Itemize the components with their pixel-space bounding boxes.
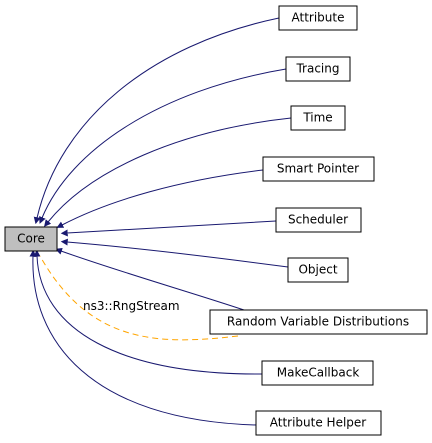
node-makecallback[interactable]: MakeCallback bbox=[261, 360, 374, 386]
node-core[interactable]: Core bbox=[4, 226, 58, 252]
edge-object bbox=[60, 238, 289, 268]
node-random-variable-distributions[interactable]: Random Variable Distributions bbox=[209, 309, 428, 335]
node-scheduler[interactable]: Scheduler bbox=[275, 207, 362, 233]
node-smart-pointer-label: Smart Pointer bbox=[277, 162, 359, 176]
node-smart-pointer[interactable]: Smart Pointer bbox=[262, 156, 375, 182]
node-attribute[interactable]: Attribute bbox=[278, 5, 358, 31]
child-nodes-group: Attribute Tracing Time Smart Pointer Sch… bbox=[209, 5, 428, 436]
node-time[interactable]: Time bbox=[290, 105, 346, 131]
node-time-label: Time bbox=[302, 111, 332, 125]
edge-tracing bbox=[39, 68, 287, 224]
node-tracing[interactable]: Tracing bbox=[285, 56, 351, 82]
node-tracing-label: Tracing bbox=[295, 62, 339, 76]
node-makecallback-label: MakeCallback bbox=[277, 366, 360, 380]
edge-time bbox=[44, 117, 292, 227]
node-object[interactable]: Object bbox=[287, 257, 349, 283]
edge-rng-stream bbox=[39, 255, 239, 341]
node-scheduler-label: Scheduler bbox=[288, 213, 348, 227]
node-object-label: Object bbox=[298, 263, 337, 277]
node-attribute-label: Attribute bbox=[292, 11, 345, 25]
edge-smart-pointer bbox=[56, 169, 264, 228]
edge-scheduler bbox=[60, 220, 277, 237]
node-attribute-helper-label: Attribute Helper bbox=[270, 416, 367, 430]
edge-makecallback bbox=[33, 249, 263, 375]
node-core-label: Core bbox=[17, 232, 45, 246]
node-random-variable-distributions-label: Random Variable Distributions bbox=[227, 315, 409, 329]
edge-attribute bbox=[33, 17, 280, 225]
edge-random-variable-distributions bbox=[55, 247, 245, 311]
edges-group: ns3::RngStream bbox=[29, 17, 292, 426]
node-attribute-helper[interactable]: Attribute Helper bbox=[255, 410, 382, 436]
edge-attribute-helper bbox=[29, 249, 257, 426]
edge-label-rng-stream: ns3::RngStream bbox=[83, 299, 180, 313]
